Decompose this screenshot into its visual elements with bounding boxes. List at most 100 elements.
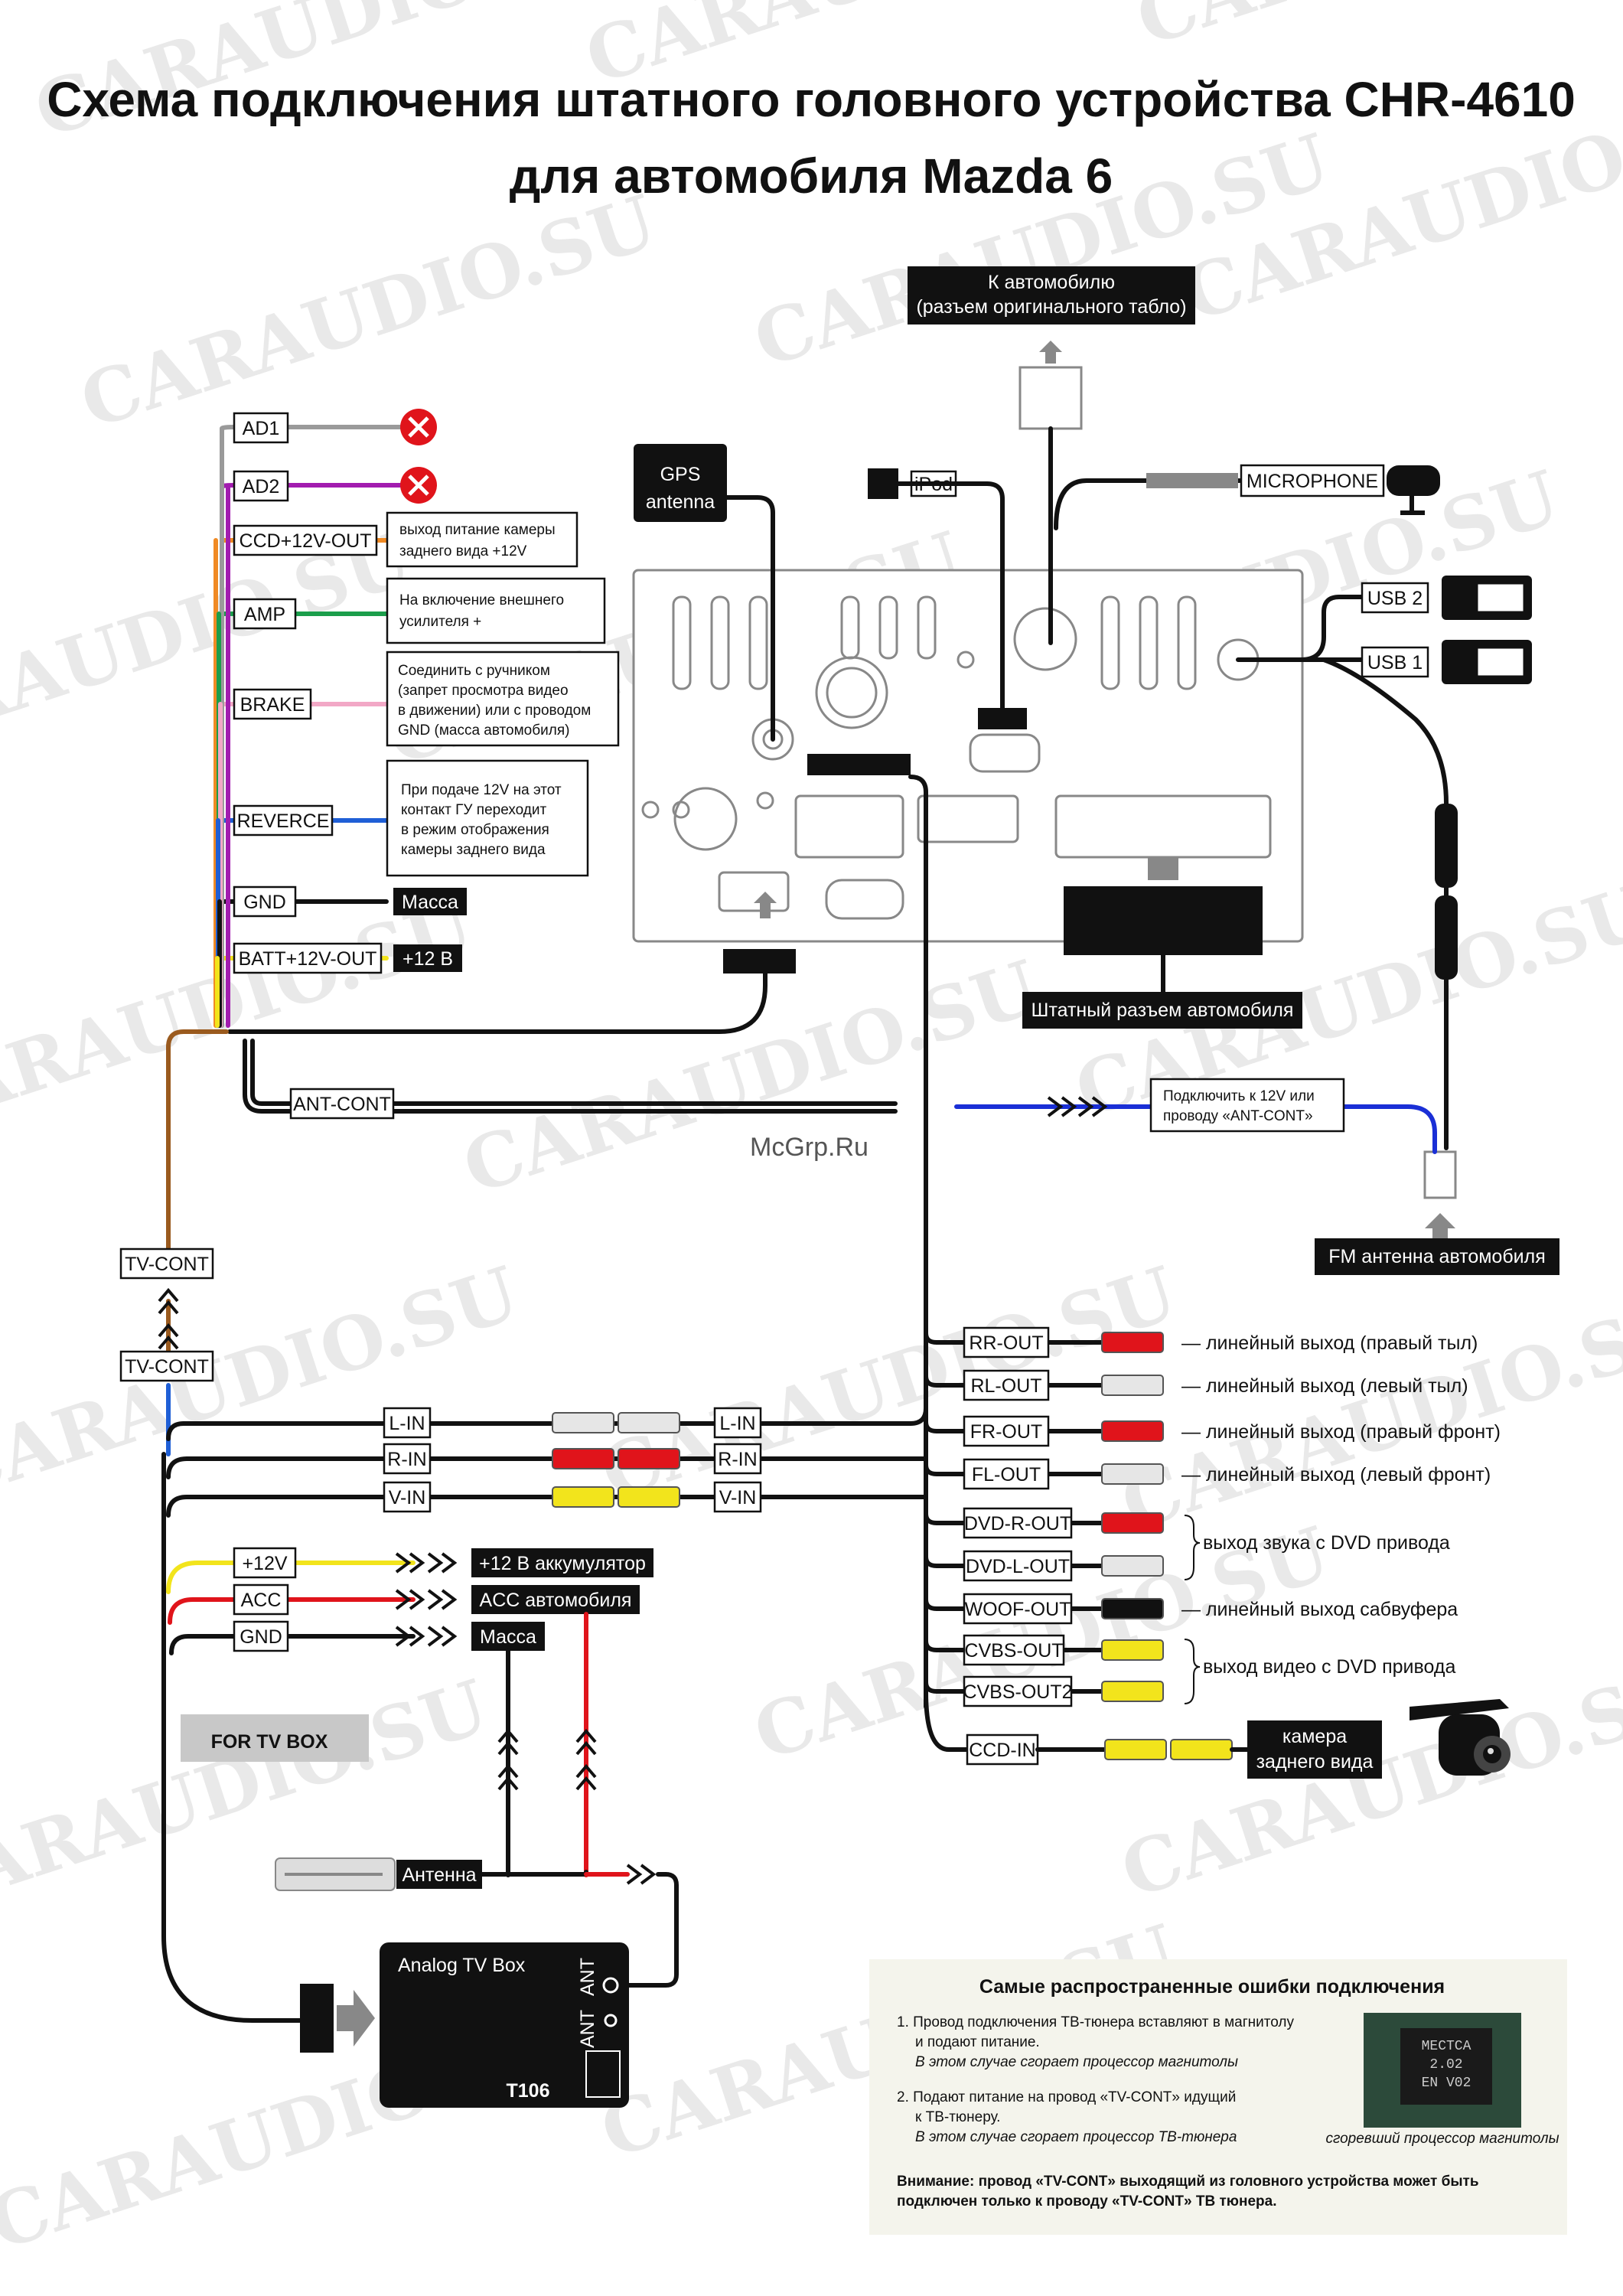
av-connector-block [807,754,911,775]
microphone-label-box [1240,464,1385,497]
chevron-up-icon [497,1728,519,1756]
r-in-text-right: R-IN [718,1449,757,1470]
fm-antenna-label: FM антенна автомобиля [1328,1246,1546,1267]
brake-note-line-2: (запрет просмотра видео [398,683,569,699]
tv-acc-note-box [471,1585,640,1614]
to-car-label-line-1: К автомобилю [988,272,1115,293]
rca-plug-red [1101,1420,1164,1442]
output-label: CVBS-OUT [964,1640,1063,1662]
r-in-text-left: R-IN [387,1449,426,1470]
site-watermark: McGrp.Ru [750,1133,869,1162]
chip-text-2: 2.02 [1429,2057,1462,2073]
ccd-note-box [386,511,578,568]
dashboard-connector [1018,366,1083,430]
head-unit-rear-panel [632,569,1304,943]
output-desc: — линейный выход сабвуфера [1181,1599,1458,1620]
error-1-line-3: В этом случае сгорает процессор магнитол… [915,2054,1238,2070]
output-label: FR-OUT [970,1421,1042,1443]
reverce-note-line-1: При подаче 12V на этот [401,782,562,798]
amp-note-box [386,577,606,644]
chevron-right-icon [395,1626,425,1647]
gnd-note: Масса [402,892,458,913]
chip-text-1: MECTCA [1422,2039,1471,2054]
rca-plug-red [1101,1512,1164,1534]
camera-label-line-1: камера [1282,1726,1347,1747]
not-connected-icon [400,467,437,504]
output-label-box [963,1593,1073,1625]
batt-note: +12 В [402,948,453,970]
page-title-line-2: для автомобиля Mazda 6 [510,148,1113,204]
output-desc: — линейный выход (правый фронт) [1181,1421,1501,1443]
brake-note-line-4: GND (масса автомобиля) [398,722,569,739]
tv-12v-note: +12 В аккумулятор [479,1553,646,1574]
microphone-label: MICROPHONE [1247,471,1378,492]
chevron-right-icon [427,1589,458,1610]
ccd-note-line-1: выход питание камеры [399,522,556,538]
output-row: WOOF-OUT — линейный выход сабвуфера [924,1578,1458,1625]
tv-12v-label [233,1547,297,1579]
reverce-note-line-2: контакт ГУ переходит [401,802,546,818]
output-label: FL-OUT [972,1464,1041,1486]
usb2-label-box [1361,582,1429,614]
camera-icon [1410,1699,1511,1776]
arrow-right-icon [337,1990,375,2047]
output-label-box [963,1458,1050,1490]
stock-connector-block [1064,886,1263,955]
wire-label-ad1 [233,412,289,444]
tv-gnd-note: Масса [480,1626,536,1648]
output-label: WOOF-OUT [965,1599,1071,1620]
tv-12v-text: +12V [242,1553,287,1574]
output-row: RR-OUT — линейный выход (правый тыл) [924,1312,1478,1358]
watermark-text: CARAUDIO.SU [1111,1648,1623,1915]
dvd-video-desc: выход видео с DVD привода [1203,1656,1455,1678]
for-tv-box-label: FOR TV BOX [211,1731,328,1753]
chevron-up-icon [575,1763,597,1791]
wire-label-ccd-text: CCD+12V-OUT [240,530,372,552]
output-label-box [963,1326,1050,1358]
chip-text-3: EN V02 [1422,2076,1471,2091]
wire-label-brake-text: BRAKE [240,694,305,716]
chevron-up-icon [158,1322,179,1350]
tv-box-name: Analog TV Box [398,1955,526,1976]
rca-pair-l-in [552,1412,680,1433]
chevron-right-icon [1047,1096,1077,1117]
gps-label-line-1: GPS [660,464,701,485]
ant-connect-note-line-1: Подключить к 12V или [1163,1088,1315,1104]
rca-plug-white [1101,1555,1164,1577]
ccd-note-line-2: заднего вида +12V [399,543,527,559]
v-in-text-right: V-IN [719,1487,757,1508]
error-1-line-2: и подают питание. [915,2034,1040,2050]
wire-label-reverce-text: REVERCE [237,810,330,832]
wire-label-ccd [233,524,378,556]
output-desc: — линейный выход (правый тыл) [1181,1332,1478,1354]
tv-cont-label-box [119,1247,214,1280]
batt-note-box [393,944,462,972]
error-2-line-2: к ТВ-тюнеру. [915,2109,1000,2125]
error-2-line-3: В этом случае сгорает процессор ТВ-тюнер… [915,2129,1237,2145]
rca-plug-white [1101,1375,1164,1396]
not-connected-icon [400,409,437,445]
brake-note-line-1: Соединить с ручником [398,663,550,679]
output-label: DVD-R-OUT [964,1513,1071,1534]
output-label: RL-OUT [970,1375,1041,1397]
to-car-label-line-2: (разъем оригинального табло) [916,296,1186,318]
r-in-label-left [383,1443,432,1475]
wire-label-gnd-text: GND [243,892,286,913]
output-label: RR-OUT [969,1332,1043,1354]
page-title-line-1: Схема подключения штатного головного уст… [47,72,1576,127]
v-in-label-right [713,1481,762,1513]
l-in-label-right [713,1407,762,1439]
antenna-label-box [396,1860,482,1889]
main-harness-plug [723,949,796,974]
watermark-text: CARAUDIO.SU [70,178,666,445]
output-label: CVBS-OUT2 [963,1681,1072,1703]
connector-arrows [754,341,1455,1244]
rca-pair-v-in [552,1486,680,1508]
wire-label-batt [233,942,383,974]
tv-12v-note-box [471,1548,653,1577]
fm-antenna-label-box [1315,1238,1559,1275]
for-tv-box-label-box [181,1714,369,1762]
dvd-audio-desc: выход звука с DVD привода [1203,1532,1450,1554]
ant-cont-label: ANT-CONT [293,1094,391,1115]
